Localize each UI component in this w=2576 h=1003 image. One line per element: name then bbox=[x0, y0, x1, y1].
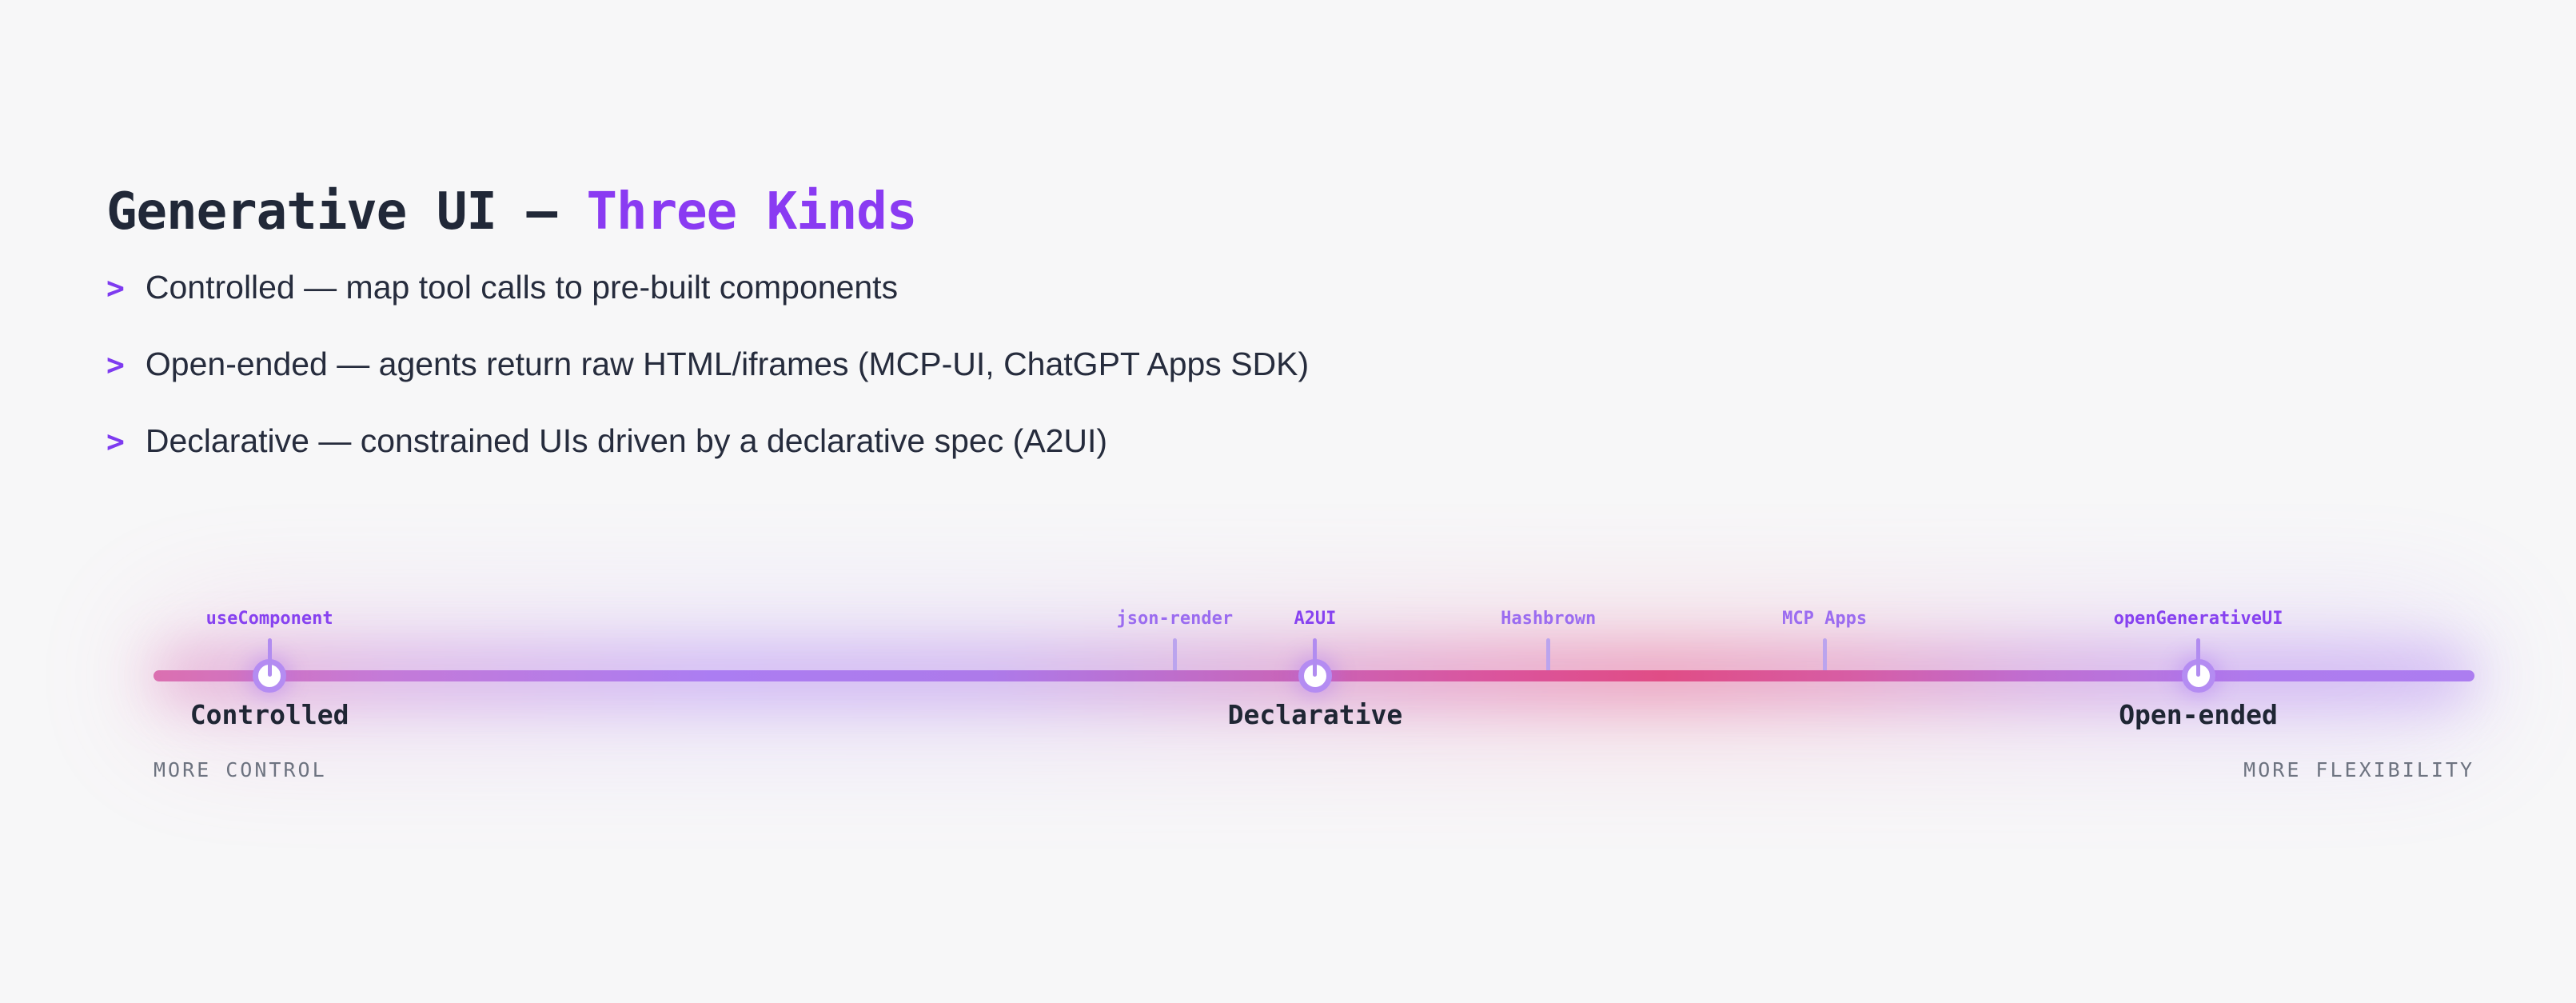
point-connector bbox=[1313, 638, 1318, 677]
bullet-item: > Controlled — map tool calls to pre-bui… bbox=[106, 269, 1309, 307]
page-title: Generative UI — Three Kinds bbox=[106, 182, 918, 242]
point-top-label: Hashbrown bbox=[1501, 609, 1597, 629]
bullet-list: > Controlled — map tool calls to pre-bui… bbox=[106, 269, 1309, 499]
point-bottom-label: Controlled bbox=[189, 699, 349, 730]
point-top-label: MCP Apps bbox=[1782, 609, 1868, 629]
point-connector bbox=[1822, 638, 1827, 672]
point-connector bbox=[1172, 638, 1177, 672]
bullet-text: Controlled — map tool calls to pre-built… bbox=[145, 269, 899, 306]
chevron-marker: > bbox=[106, 270, 125, 306]
point-top-label: json-render bbox=[1116, 609, 1234, 629]
bullet-item: > Open-ended — agents return raw HTML/if… bbox=[106, 346, 1309, 384]
bullet-text: Declarative — constrained UIs driven by … bbox=[145, 422, 1108, 459]
point-top-label: useComponent bbox=[205, 609, 333, 629]
point-top-label: openGenerativeUI bbox=[2113, 609, 2283, 629]
spectrum-timeline: useComponent Controlled json-render A2UI… bbox=[154, 560, 2474, 808]
chevron-marker: > bbox=[106, 424, 125, 459]
chevron-marker: > bbox=[106, 347, 125, 382]
more-control-label: MORE CONTROL bbox=[154, 758, 327, 781]
point-connector bbox=[1546, 638, 1551, 672]
point-connector bbox=[267, 638, 272, 677]
point-bottom-label: Declarative bbox=[1227, 699, 1403, 730]
bullet-item: > Declarative — constrained UIs driven b… bbox=[106, 422, 1309, 461]
point-connector bbox=[2196, 638, 2201, 677]
more-flexibility-label: MORE FLEXIBILITY bbox=[2243, 758, 2474, 781]
point-bottom-label: Open-ended bbox=[2119, 699, 2278, 730]
page-title-accent: Three Kinds bbox=[586, 182, 918, 242]
bullet-text: Open-ended — agents return raw HTML/ifra… bbox=[145, 346, 1310, 382]
page-title-primary: Generative UI — bbox=[106, 182, 587, 242]
point-top-label: A2UI bbox=[1294, 609, 1337, 629]
